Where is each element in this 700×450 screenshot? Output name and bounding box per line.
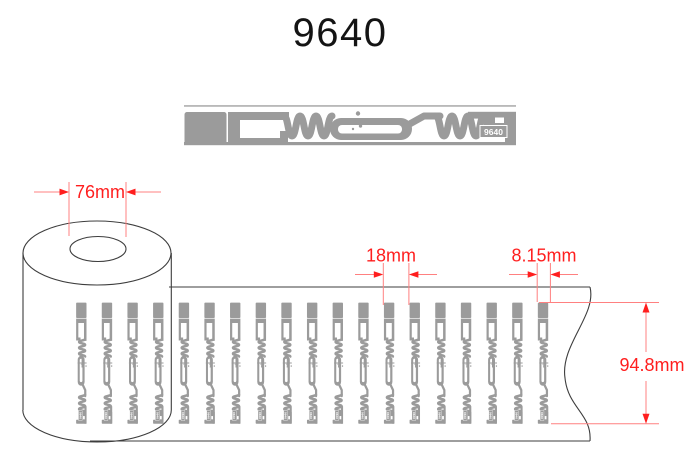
arrow-right-icon bbox=[527, 271, 538, 278]
registration-cross bbox=[103, 358, 113, 368]
height-extension-lines bbox=[539, 302, 659, 425]
registration-cross bbox=[154, 358, 164, 368]
registration-cross bbox=[282, 358, 292, 368]
registration-cross bbox=[77, 358, 87, 368]
tag-strip bbox=[74, 301, 550, 425]
inlay-antenna bbox=[185, 111, 517, 145]
dimension-label-pitch: 18mm bbox=[355, 246, 437, 305]
arrow-right-icon bbox=[59, 188, 69, 196]
registration-cross bbox=[128, 358, 138, 368]
label-bottom-edge bbox=[184, 142, 516, 146]
arrow-down-icon bbox=[642, 413, 650, 424]
registration-cross bbox=[462, 358, 472, 368]
dimension-core-diameter: 76mm bbox=[34, 182, 161, 237]
dim-pitch-label: 18mm bbox=[366, 246, 416, 266]
registration-cross bbox=[539, 358, 549, 368]
dim-height-label: 94.8mm bbox=[619, 355, 684, 375]
dimension-label-width: 8.15mm bbox=[509, 246, 578, 302]
registration-cross bbox=[180, 358, 190, 368]
core-extension-lines bbox=[68, 182, 127, 237]
arrow-right-icon bbox=[373, 271, 384, 278]
registration-cross bbox=[231, 358, 241, 368]
registration-cross bbox=[257, 358, 267, 368]
arrow-left-icon bbox=[126, 188, 136, 196]
registration-cross bbox=[359, 358, 369, 368]
label-top-edge bbox=[184, 105, 516, 107]
arrow-up-icon bbox=[642, 302, 650, 313]
arrow-left-icon bbox=[550, 271, 560, 278]
label-roll bbox=[22, 220, 172, 443]
label-strip bbox=[74, 286, 592, 442]
arrow-left-icon bbox=[408, 271, 419, 278]
registration-cross bbox=[436, 358, 446, 368]
page-title: 9640 bbox=[293, 11, 388, 55]
registration-cross bbox=[488, 358, 497, 368]
roll-bottom-arc bbox=[22, 409, 172, 443]
registration-cross bbox=[308, 358, 318, 368]
registration-cross bbox=[385, 358, 395, 368]
dimension-label-height: 94.8mm bbox=[539, 302, 685, 425]
roll-outer-ellipse bbox=[22, 220, 172, 286]
dim-core-label: 76mm bbox=[75, 182, 125, 202]
pitch-extension-lines bbox=[382, 263, 410, 305]
registration-cross bbox=[513, 358, 523, 368]
inlay-top-view bbox=[184, 105, 516, 145]
strip-torn-edge bbox=[564, 286, 592, 442]
roll-core-ellipse bbox=[69, 235, 127, 263]
dim-width-label: 8.15mm bbox=[511, 246, 576, 266]
registration-cross bbox=[334, 358, 344, 368]
registration-cross bbox=[411, 358, 421, 368]
width-extension-lines bbox=[536, 263, 551, 302]
registration-cross bbox=[205, 358, 215, 368]
